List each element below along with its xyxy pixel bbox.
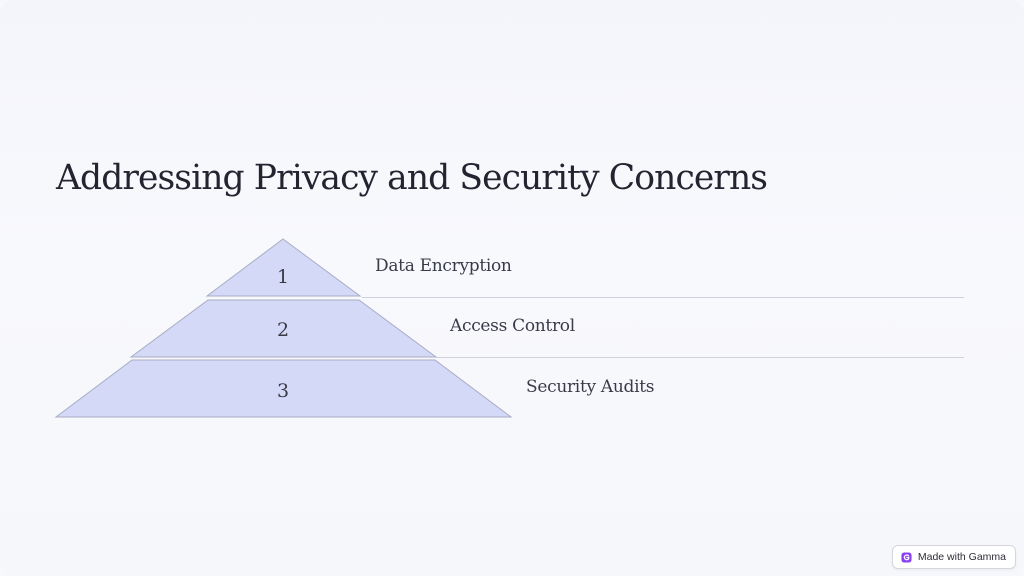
pyramid-layer-3 [54,359,513,418]
pyramid-layer-1 [205,238,362,297]
gamma-logo-icon [901,551,912,563]
layer-number-2: 2 [277,319,289,341]
badge-label: Made with Gamma [917,551,1006,563]
layer-number-1: 1 [277,266,289,288]
pyramid-layer-2 [129,299,438,358]
layer-label-2: Access Control [450,316,575,336]
made-with-gamma-badge[interactable]: Made with Gamma [891,545,1016,569]
slide-title: Addressing Privacy and Security Concerns [56,158,768,198]
layer-label-1: Data Encryption [375,256,512,276]
layer-number-3: 3 [277,380,289,402]
layer-label-3: Security Audits [526,377,655,397]
